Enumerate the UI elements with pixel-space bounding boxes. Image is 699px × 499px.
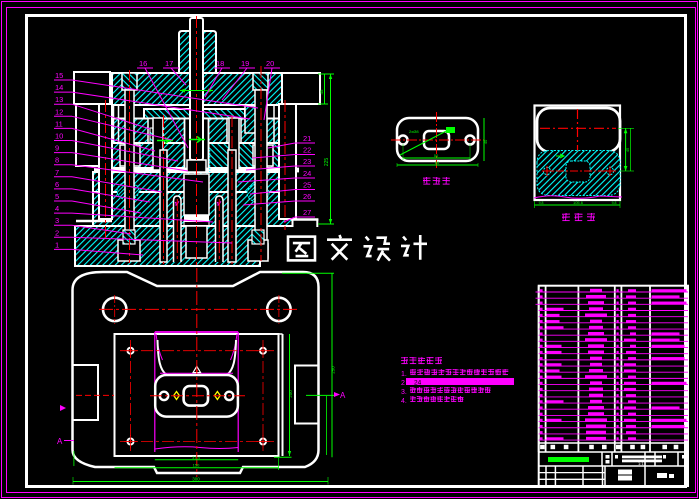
svg-text:4.: 4. bbox=[401, 398, 407, 405]
svg-text:1:1: 1:1 bbox=[638, 461, 644, 466]
svg-text:25: 25 bbox=[303, 181, 311, 190]
svg-text:13: 13 bbox=[55, 95, 63, 104]
svg-text:5: 5 bbox=[55, 192, 59, 201]
svg-text:80: 80 bbox=[435, 160, 440, 165]
svg-text:14: 14 bbox=[55, 83, 63, 92]
svg-text:26: 26 bbox=[303, 192, 311, 201]
svg-text:2: 2 bbox=[55, 228, 59, 237]
svg-text:21: 21 bbox=[303, 134, 311, 143]
svg-text:1: 1 bbox=[55, 240, 59, 249]
svg-text:8: 8 bbox=[55, 156, 59, 165]
svg-text:24: 24 bbox=[303, 169, 311, 178]
svg-text:15: 15 bbox=[55, 71, 63, 80]
svg-text:9.8: 9.8 bbox=[612, 201, 617, 205]
svg-text:11: 11 bbox=[55, 119, 63, 128]
svg-text:225: 225 bbox=[324, 158, 330, 167]
svg-text:22: 22 bbox=[303, 146, 311, 155]
svg-text:A: A bbox=[340, 391, 346, 400]
svg-text:40: 40 bbox=[483, 139, 488, 144]
svg-text:3: 3 bbox=[55, 216, 59, 225]
svg-text:250: 250 bbox=[331, 366, 336, 374]
svg-text:200: 200 bbox=[288, 390, 293, 398]
svg-text:23: 23 bbox=[303, 157, 311, 166]
svg-text:50: 50 bbox=[434, 153, 439, 158]
svg-text:24: 24 bbox=[414, 380, 422, 387]
svg-text:300: 300 bbox=[192, 476, 200, 481]
svg-text:16: 16 bbox=[139, 59, 147, 68]
svg-text:150: 150 bbox=[193, 463, 200, 468]
svg-text:3.: 3. bbox=[401, 389, 407, 396]
svg-text:4: 4 bbox=[55, 204, 59, 213]
svg-text:45: 45 bbox=[319, 89, 324, 95]
svg-text:12: 12 bbox=[55, 107, 63, 116]
svg-text:2: 2 bbox=[401, 380, 405, 387]
svg-text:17: 17 bbox=[165, 59, 173, 68]
svg-text:9: 9 bbox=[55, 144, 59, 153]
svg-text:105.6: 105.6 bbox=[573, 200, 584, 205]
svg-text:2xØ8: 2xØ8 bbox=[409, 129, 419, 134]
svg-text:6: 6 bbox=[55, 180, 59, 189]
svg-text:19: 19 bbox=[241, 59, 249, 68]
svg-text:A: A bbox=[57, 437, 63, 446]
svg-text:18: 18 bbox=[216, 59, 224, 68]
svg-text:27: 27 bbox=[303, 208, 311, 217]
svg-text:45: 45 bbox=[625, 147, 630, 152]
svg-text:37.4: 37.4 bbox=[192, 455, 201, 460]
svg-text:7: 7 bbox=[55, 168, 59, 177]
svg-text:10: 10 bbox=[55, 132, 63, 141]
svg-text:1.: 1. bbox=[401, 371, 407, 378]
svg-text:20: 20 bbox=[266, 59, 274, 68]
svg-text:9.8: 9.8 bbox=[539, 201, 544, 205]
